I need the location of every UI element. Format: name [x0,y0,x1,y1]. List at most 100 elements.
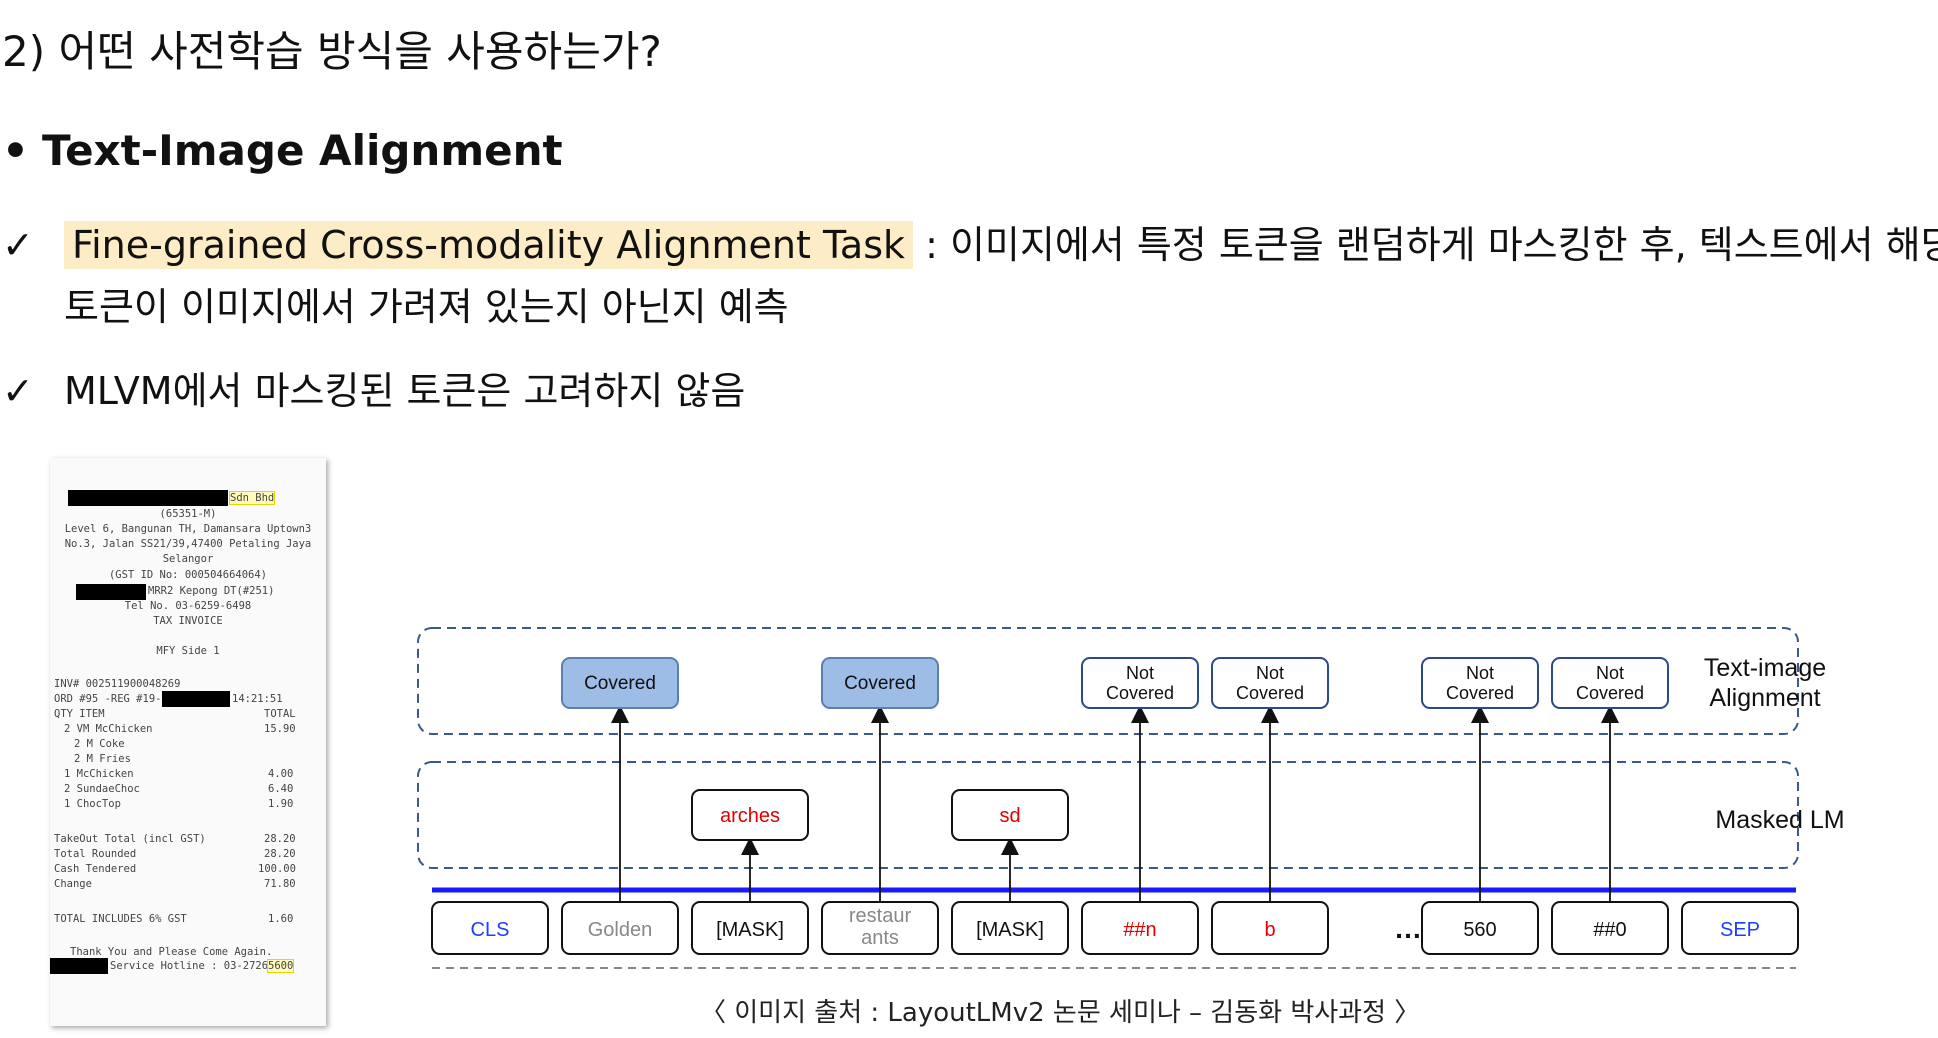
receipt-line: 2 SundaeChoc [64,783,140,795]
checkmark-icon: ✓ [2,369,34,413]
receipt-line: 1 McChicken [64,768,134,780]
token-label: b [1264,919,1275,941]
receipt-line: 2 VM McChicken [64,723,153,735]
bullet-marker: • [2,126,29,175]
receipt-line: 1 ChocTop [64,798,121,810]
masked-lm-box [951,789,1069,841]
alignment-label: Covered [584,673,656,694]
receipt-line: TakeOut Total (incl GST) [54,833,206,845]
receipt-line: MFY Side 1 [156,645,220,657]
receipt-line: 4.00 [268,768,294,780]
token-box [1681,901,1799,955]
not-covered-box [1421,657,1539,709]
masked-lm-label: Masked LM [1715,806,1844,834]
receipt-line: Sdn Bhd [228,491,276,505]
redaction-bar [50,958,108,974]
check-item-2-text: MLVM에서 마스킹된 토큰은 고려하지 않음 [64,369,746,413]
receipt-line: Selangor [162,553,214,565]
not-covered-box [1551,657,1669,709]
alignment-label: Covered [844,673,916,694]
token-label: [MASK] [976,919,1044,941]
token-box [1421,901,1539,955]
receipt-line: INV# 002511900048269 [54,678,181,690]
receipt-line: 1.90 [268,798,294,810]
covered-box [821,657,939,709]
receipt-line: QTY ITEM [54,708,105,720]
token-box [1211,901,1329,955]
redaction-bar [76,584,146,600]
alignment-label: Covered [1576,683,1644,703]
masked-lm-layer [417,761,1799,869]
token-label: ##0 [1593,919,1626,941]
alignment-label: Covered [1106,683,1174,703]
alignment-label: Covered [1236,683,1304,703]
highlighted-term: Fine-grained Cross-modality Alignment Ta… [64,221,913,269]
token-label: SEP [1720,919,1760,941]
receipt-line: TOTAL INCLUDES 6% GST [54,913,187,925]
receipt-line: TAX INVOICE [153,615,223,627]
token-ellipsis: … [1394,913,1422,944]
redaction-bar [162,691,230,707]
check-item-1: ✓ Fine-grained Cross-modality Alignment T… [2,214,1938,269]
receipt-line: 5600 [266,959,295,973]
layer-label-line: Text-image [1704,654,1826,682]
token-box [1081,901,1199,955]
receipt-line: No.3, Jalan SS21/39,47400 Petaling Jaya [64,538,312,550]
receipt-line: 2 M Coke [74,738,125,750]
receipt-line: 2 M Fries [74,753,131,765]
alignment-label: Not [1466,663,1494,683]
check-item-1-continuation: 토큰이 이미지에서 가려져 있는지 아닌지 예측 [64,285,789,329]
not-covered-box [1081,657,1199,709]
receipt-line: 6.40 [268,783,294,795]
token-label: CLS [471,919,510,941]
receipt-line: 28.20 [264,833,296,845]
receipt-line: (65351-M) [159,508,217,520]
token-label: 560 [1463,919,1496,941]
receipt-line: Change [54,878,92,890]
receipt-line: 15.90 [264,723,296,735]
token-box [431,901,549,955]
receipt-line: Level 6, Bangunan TH, Damansara Uptown3 [64,523,312,535]
alignment-label: Not [1596,663,1624,683]
image-source-caption: 〈 이미지 출처 : LayoutLMv2 논문 세미나 – 김동화 박사과정 … [700,998,1421,1028]
arrows-group [611,705,1619,902]
token-box [561,901,679,955]
checkmark-icon: ✓ [2,223,34,267]
layer-label-line: Alignment [1709,684,1820,712]
bullet-text-image-alignment: • Text-Image Alignment [2,126,563,175]
receipt-line: 1.60 [268,913,294,925]
receipt-line: Tel No. 03-6259-6498 [124,600,252,612]
alignment-label: Not [1126,663,1154,683]
text-image-alignment-layer [417,627,1799,735]
masked-lm-box [691,789,809,841]
check-item-1-text: : 이미지에서 특정 토큰을 랜덤하게 마스킹한 후, 텍스트에서 해당 [913,223,1938,267]
receipt-line: MRR2 Kepong DT(#251) [148,585,275,597]
receipt-line: 71.80 [264,878,296,890]
receipt-line: Cash Tendered [54,863,137,875]
page-heading: 2) 어떤 사전학습 방식을 사용하는가? [2,27,662,76]
alignment-label: Covered [1446,683,1514,703]
token-box [821,901,939,955]
token-label: ants [861,927,899,949]
redaction-bar [68,490,228,506]
token-label: ##n [1123,919,1156,941]
covered-box [561,657,679,709]
receipt-image: Sdn Bhd (65351-M) Level 6, Bangunan TH, … [50,458,326,1026]
bullet-text: Text-Image Alignment [42,126,563,175]
token-box [951,901,1069,955]
token-box [691,901,809,955]
receipt-line: Service Hotline : 03-2726- [110,960,275,972]
receipt-line: 14:21:51 [232,693,283,705]
token-label: restaur [849,905,912,927]
token-label: [MASK] [716,919,784,941]
alignment-label: Not [1256,663,1284,683]
token-box [1551,901,1669,955]
receipt-line: Thank You and Please Come Again. [70,946,273,958]
receipt-line: 28.20 [264,848,296,860]
receipt-line: Total Rounded [54,848,137,860]
check-item-2: ✓ MLVM에서 마스킹된 토큰은 고려하지 않음 [2,360,745,415]
